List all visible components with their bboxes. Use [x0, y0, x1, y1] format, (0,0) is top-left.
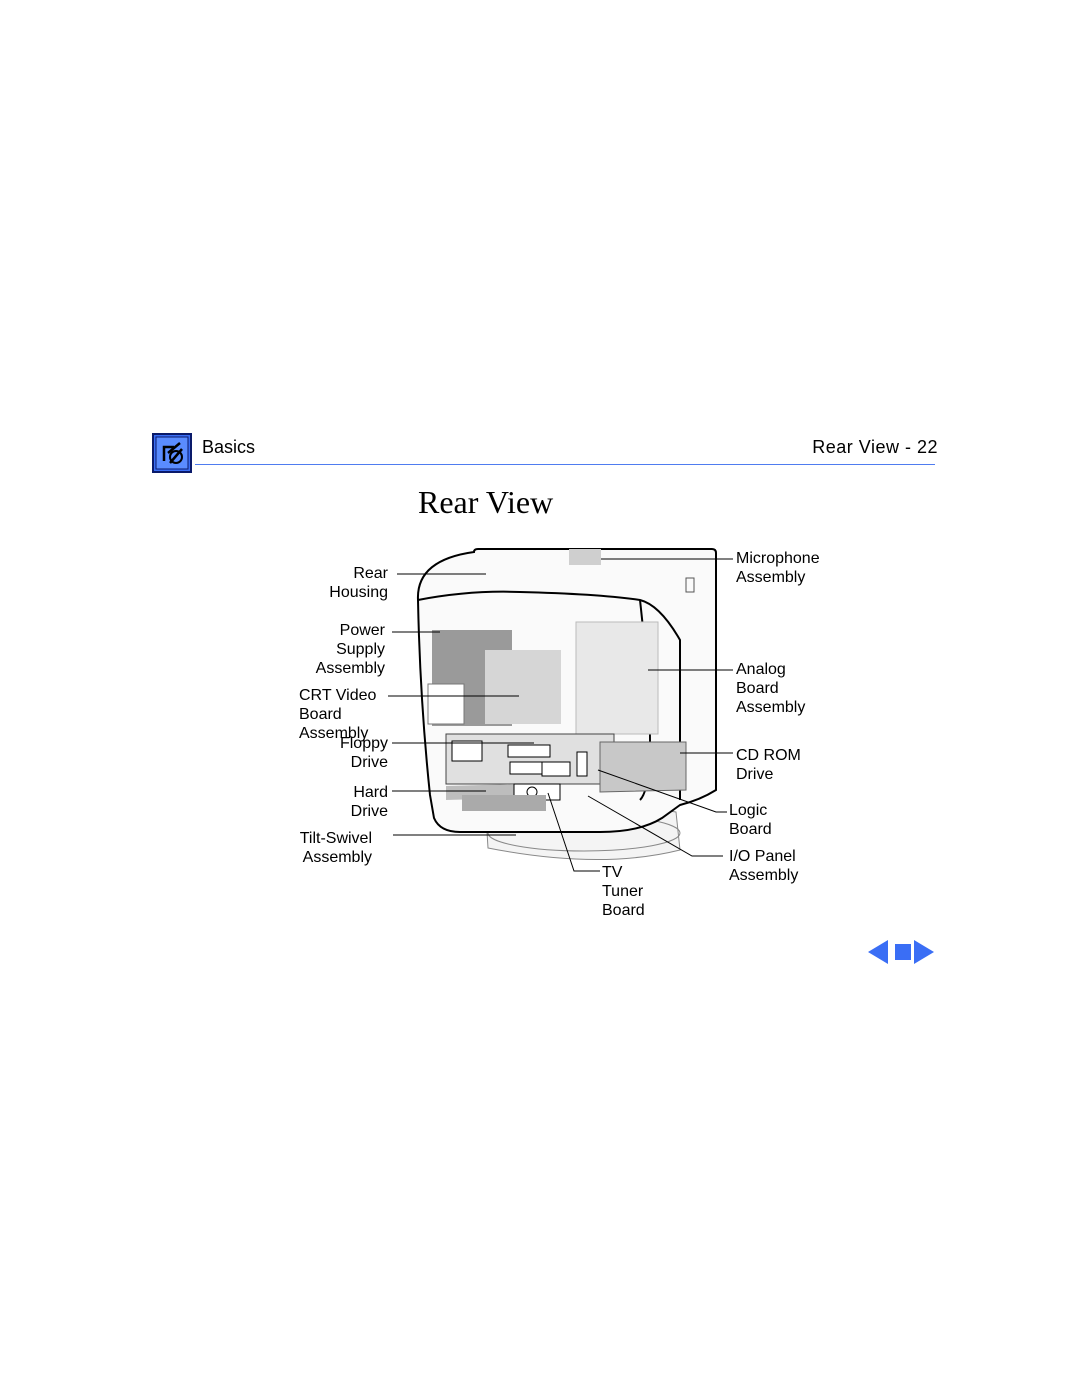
header-divider — [195, 464, 935, 465]
label-analog-board: Analog Board Assembly — [736, 661, 806, 716]
label-logic-board: Logic Board — [729, 802, 772, 838]
label-crt-video-board: CRT Video Board Assembly — [299, 687, 377, 742]
label-tilt-swivel: Tilt-Swivel Assembly — [299, 830, 372, 866]
page-label: Rear View - 22 — [812, 437, 938, 457]
apple-toolbox-icon — [152, 433, 192, 473]
label-floppy-drive: Floppy Drive — [339, 735, 388, 771]
contents-icon[interactable] — [892, 938, 914, 966]
label-io-panel: I/O Panel Assembly — [729, 848, 799, 884]
page-title: Rear View — [418, 484, 554, 520]
label-microphone: Microphone Assembly — [736, 550, 820, 586]
internal-components — [427, 621, 687, 811]
label-power-supply: Power Supply Assembly — [315, 622, 385, 677]
label-hard-drive: Hard Drive — [350, 784, 388, 820]
previous-page-icon[interactable] — [866, 938, 890, 966]
label-tv-tuner: TV Tuner Board — [602, 864, 645, 919]
leader-lines — [388, 558, 733, 872]
section-name: Basics — [202, 437, 256, 457]
label-rear-housing: Rear Housing — [329, 565, 388, 601]
microphone-part — [569, 549, 601, 565]
label-cd-rom: CD ROM Drive — [736, 747, 801, 783]
next-page-icon[interactable] — [912, 938, 936, 966]
